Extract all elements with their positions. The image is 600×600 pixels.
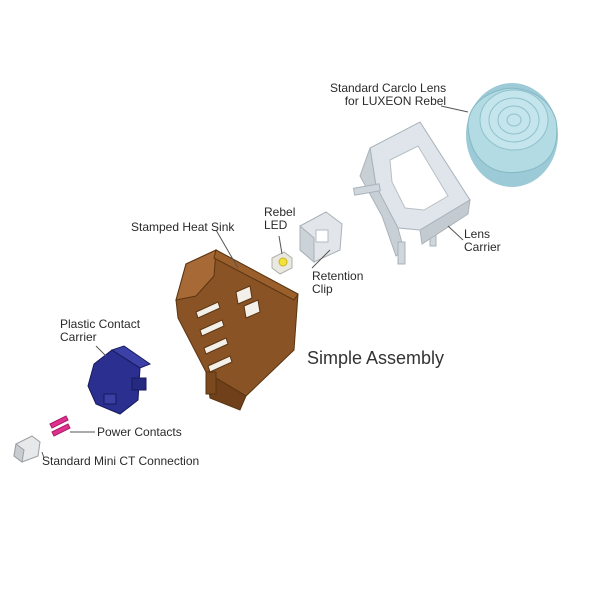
retention-clip-label-line1: Retention — [312, 269, 364, 283]
power-contacts — [49, 415, 71, 437]
lens-carrier-label-line1: Lens — [464, 227, 491, 241]
leader-lines — [41, 105, 469, 459]
contact-carrier-label-line1: Plastic Contact — [60, 317, 141, 331]
lens-label: Standard Carclo Lens for LUXEON Rebel — [330, 82, 446, 108]
plastic-contact-carrier — [87, 345, 152, 415]
lens-label-line1: Standard Carclo Lens — [330, 81, 447, 95]
rebel-led-label-line1: Rebel — [264, 205, 296, 219]
diagram-title: Simple Assembly — [307, 348, 445, 368]
rebel-led — [271, 251, 293, 275]
heat-sink-label: Stamped Heat Sink — [131, 220, 235, 234]
contact-carrier-label-line2: Carrier — [60, 330, 97, 344]
stamped-heat-sink — [175, 249, 299, 411]
lens-carrier — [352, 121, 471, 265]
retention-clip-label: Retention Clip — [312, 270, 363, 296]
retention-clip — [299, 211, 343, 264]
lens-carrier-label-line2: Carrier — [464, 240, 501, 254]
carclo-lens — [466, 83, 558, 187]
rebel-led-label-line2: LED — [264, 218, 288, 232]
rebel-led-label: Rebel LED — [264, 206, 295, 232]
retention-clip-label-line2: Clip — [312, 282, 333, 296]
mini-ct-label: Standard Mini CT Connection — [42, 454, 200, 468]
lens-carrier-label: Lens Carrier — [464, 228, 501, 254]
lens-label-line2: for LUXEON Rebel — [344, 94, 447, 108]
contact-carrier-label: Plastic Contact Carrier — [60, 318, 140, 344]
mini-ct-connector — [13, 435, 41, 463]
power-contacts-label: Power Contacts — [97, 425, 182, 439]
